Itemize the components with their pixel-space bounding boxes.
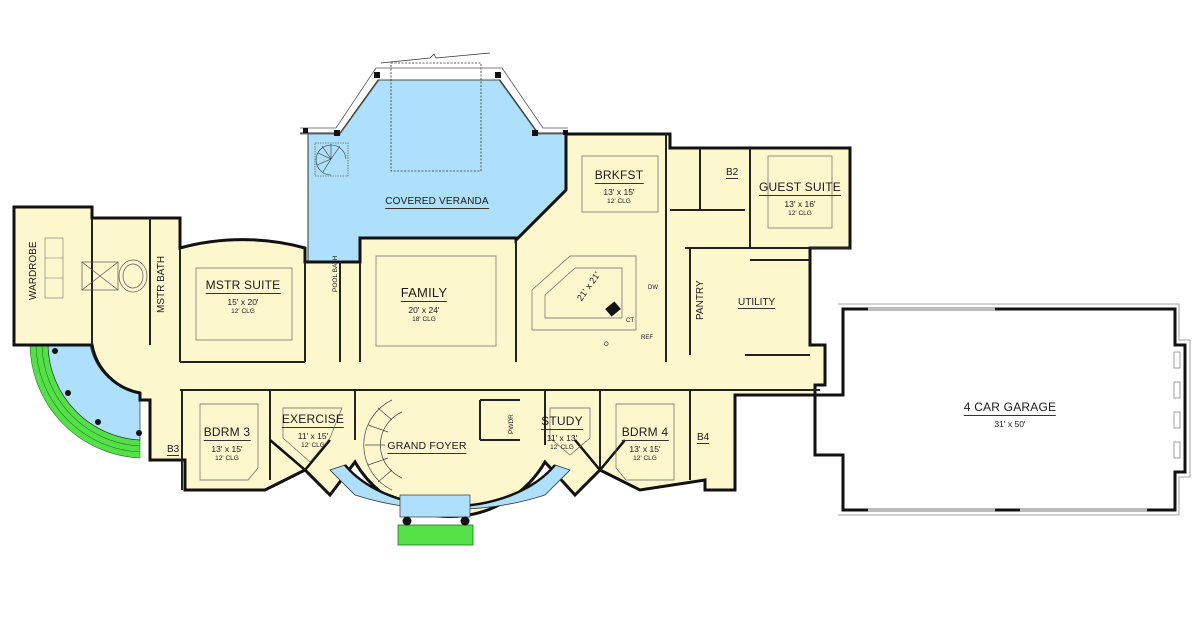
cooktop-icon (605, 301, 621, 317)
room-dimensions: 13' x 16' (784, 199, 816, 209)
room-label-mstr-bath: MSTR BATH (156, 255, 167, 313)
room-dimensions: 11' x 15' (297, 431, 329, 441)
room-label-pantry: PANTRY (695, 280, 706, 320)
room-label-pwdr: PWDR (508, 414, 515, 434)
room-ceiling: 12' CLG (633, 455, 657, 462)
ceiling-outlines (195, 155, 833, 481)
room-name: FAMILY (400, 285, 448, 302)
room-label-guest-suite: GUEST SUITE 13' x 16' 12' CLG (759, 178, 841, 217)
room-dimensions: 13' x 15' (603, 187, 635, 197)
front-steps (399, 494, 471, 518)
room-label-b4: B4 (697, 432, 710, 444)
fixture-label-ct: CT (626, 318, 634, 324)
porch-left-columns (52, 348, 142, 436)
room-label-family: FAMILY 20' x 24' 18' CLG (400, 284, 448, 323)
fixture-label-dw: DW (648, 285, 658, 291)
room-label-study: STUDY 11' x 13' 12' CLG (541, 412, 583, 451)
room-label-bdrm4: BDRM 4 13' x 15' 12' CLG (621, 423, 669, 462)
room-ceiling: 12' CLG (215, 455, 239, 462)
room-label-bdrm3: BDRM 3 13' x 15' 12' CLG (203, 423, 251, 462)
room-name: STUDY (541, 414, 583, 430)
room-dimensions: 13' x 15' (211, 444, 243, 454)
room-name: BRKFST (594, 168, 644, 184)
spiral-stair-icon (314, 142, 349, 177)
grand-staircase-icon (363, 399, 403, 491)
room-ceiling: 12' CLG (301, 442, 325, 449)
garage (813, 303, 1191, 516)
room-label-wardrobe: WARDROBE (28, 241, 39, 300)
interior-walls (91, 134, 850, 490)
room-label-b2: B2 (726, 167, 739, 179)
room-ceiling: 12' CLG (550, 444, 574, 451)
front-columns (402, 516, 470, 526)
room-label-utility: UTILITY (738, 297, 776, 309)
veranda-dash-outline (390, 62, 482, 172)
room-ceiling: 12' CLG (788, 210, 812, 217)
bathtub-icon (81, 259, 148, 293)
room-label-mstr-suite: MSTR SUITE 15' x 20' 12' CLG (205, 276, 281, 315)
room-name: MSTR SUITE (205, 278, 281, 294)
room-ceiling: 12' CLG (231, 308, 255, 315)
room-label-covered-veranda: COVERED VERANDA (385, 191, 489, 209)
room-ceiling: 18' CLG (412, 316, 436, 323)
room-label-brkfst: BRKFST 13' x 15' 12' CLG (594, 166, 644, 205)
front-landscape (397, 524, 474, 546)
room-label-exercise: EXERCISE 11' x 15' 12' CLG (281, 410, 345, 449)
fixture-label-oven: O (604, 342, 609, 348)
room-label-b3: B3 (167, 444, 180, 456)
room-dimensions: 31' x 50' (994, 419, 1026, 429)
room-ceiling: 12' CLG (607, 198, 631, 205)
room-dimensions: 20' x 24' (408, 305, 440, 315)
room-name: EXERCISE (281, 412, 345, 428)
room-dimensions: 15' x 20' (227, 297, 259, 307)
room-dimensions: 11' x 13' (546, 433, 578, 443)
room-name: BDRM 4 (621, 425, 669, 441)
room-label-grand-foyer: GRAND FOYER (387, 436, 467, 454)
room-name: GUEST SUITE (759, 180, 841, 196)
room-label-garage: 4 CAR GARAGE 31' x 50' (963, 398, 1057, 429)
fixture-label-ref: REF (641, 335, 653, 341)
room-label-pool-bath: POOL BATH (332, 255, 339, 292)
room-name: 4 CAR GARAGE (963, 400, 1057, 416)
room-name: BDRM 3 (203, 425, 251, 441)
room-name: COVERED VERANDA (385, 196, 489, 209)
room-dimensions: 13' x 15' (629, 444, 661, 454)
room-name: GRAND FOYER (387, 440, 467, 454)
